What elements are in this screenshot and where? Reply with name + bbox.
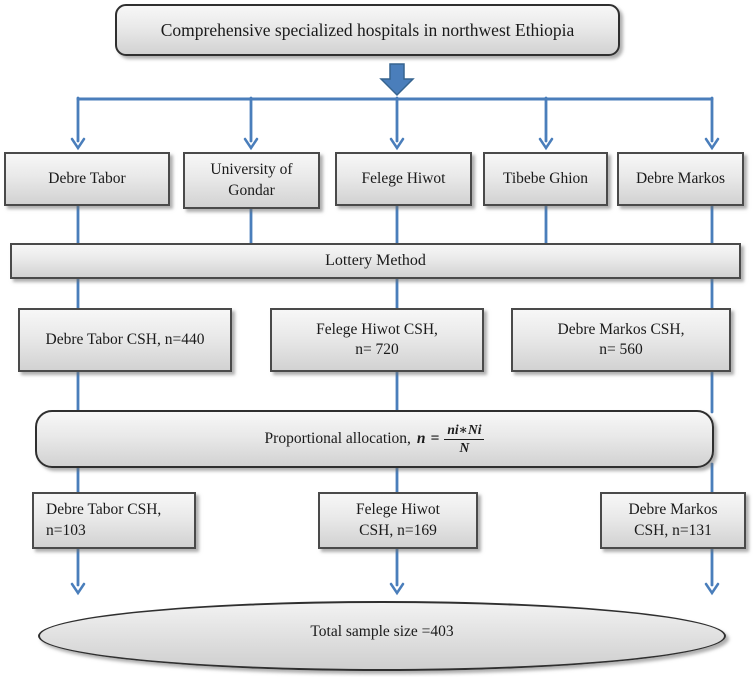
arrow-down-icon bbox=[704, 137, 720, 151]
selected-label-line1: Debre Tabor CSH, n=440 bbox=[45, 330, 205, 348]
hospital-label: University of Gondar bbox=[210, 161, 293, 199]
sample-label-line2: CSH, n=169 bbox=[359, 521, 437, 539]
sample-box-debre-tabor: Debre Tabor CSH, n=103 bbox=[32, 492, 196, 549]
formula-equals: = bbox=[430, 429, 440, 447]
sample-box-debre-markos: Debre Markos CSH, n=131 bbox=[600, 492, 746, 549]
hospital-box-university-of-gondar: University of Gondar bbox=[183, 152, 320, 209]
sample-label-line1: Felege Hiwot bbox=[356, 501, 440, 519]
lottery-method-box: Lottery Method bbox=[10, 243, 741, 279]
sample-box-felege-hiwot: Felege Hiwot CSH, n=169 bbox=[318, 492, 478, 549]
arrow-down-icon bbox=[243, 137, 259, 151]
lottery-method-label: Lottery Method bbox=[325, 251, 426, 269]
selected-label-line1: Felege Hiwot CSH, bbox=[316, 320, 438, 338]
formula-denominator: N bbox=[459, 439, 470, 455]
title-text: Comprehensive specialized hospitals in n… bbox=[160, 19, 575, 40]
sample-label-line1: Debre Tabor CSH, bbox=[46, 501, 162, 519]
proportional-allocation-box: Proportional allocation, n = ni∗Ni N bbox=[35, 410, 714, 468]
hospital-label: Felege Hiwot bbox=[361, 169, 446, 187]
hospital-box-debre-tabor: Debre Tabor bbox=[4, 152, 170, 206]
arrow-down-icon bbox=[70, 582, 86, 596]
arrow-down-icon bbox=[538, 137, 554, 151]
arrow-down-icon bbox=[70, 137, 86, 151]
arrow-down-icon bbox=[389, 582, 405, 596]
hospital-box-tibebe-ghion: Tibebe Ghion bbox=[483, 152, 608, 206]
formula-numerator: ni∗Ni bbox=[444, 423, 485, 440]
allocation-formula: n = ni∗Ni N bbox=[417, 423, 485, 454]
hospital-label: Debre Tabor bbox=[48, 169, 126, 187]
sample-label-line1: Debre Markos bbox=[628, 501, 718, 519]
total-sample-label: Total sample size =403 bbox=[310, 622, 454, 640]
selected-label-line2: n= 720 bbox=[355, 341, 399, 358]
hospital-box-felege-hiwot: Felege Hiwot bbox=[335, 152, 472, 206]
sample-label-line2: n=103 bbox=[46, 521, 86, 539]
hospital-label: Debre Markos bbox=[635, 169, 726, 187]
block-arrow-down-icon bbox=[379, 63, 415, 97]
arrow-down-icon bbox=[704, 582, 720, 596]
selected-box-debre-tabor: Debre Tabor CSH, n=440 bbox=[18, 308, 232, 372]
formula-lhs: n bbox=[416, 429, 426, 447]
arrow-down-icon bbox=[389, 137, 405, 151]
selected-label-line2: n= 560 bbox=[599, 341, 643, 358]
title-box: Comprehensive specialized hospitals in n… bbox=[115, 4, 620, 56]
selected-box-debre-markos: Debre Markos CSH, n= 560 bbox=[511, 308, 731, 372]
selected-box-felege-hiwot: Felege Hiwot CSH, n= 720 bbox=[270, 308, 484, 372]
hospital-label: Tibebe Ghion bbox=[502, 169, 589, 187]
hospital-box-debre-markos: Debre Markos bbox=[617, 152, 744, 206]
allocation-label: Proportional allocation, bbox=[264, 429, 411, 447]
selected-label-line1: Debre Markos CSH, bbox=[557, 320, 685, 338]
total-sample-ellipse: Total sample size =403 bbox=[38, 601, 726, 671]
sample-label-line2: CSH, n=131 bbox=[634, 521, 712, 539]
formula-fraction: ni∗Ni N bbox=[444, 423, 485, 455]
